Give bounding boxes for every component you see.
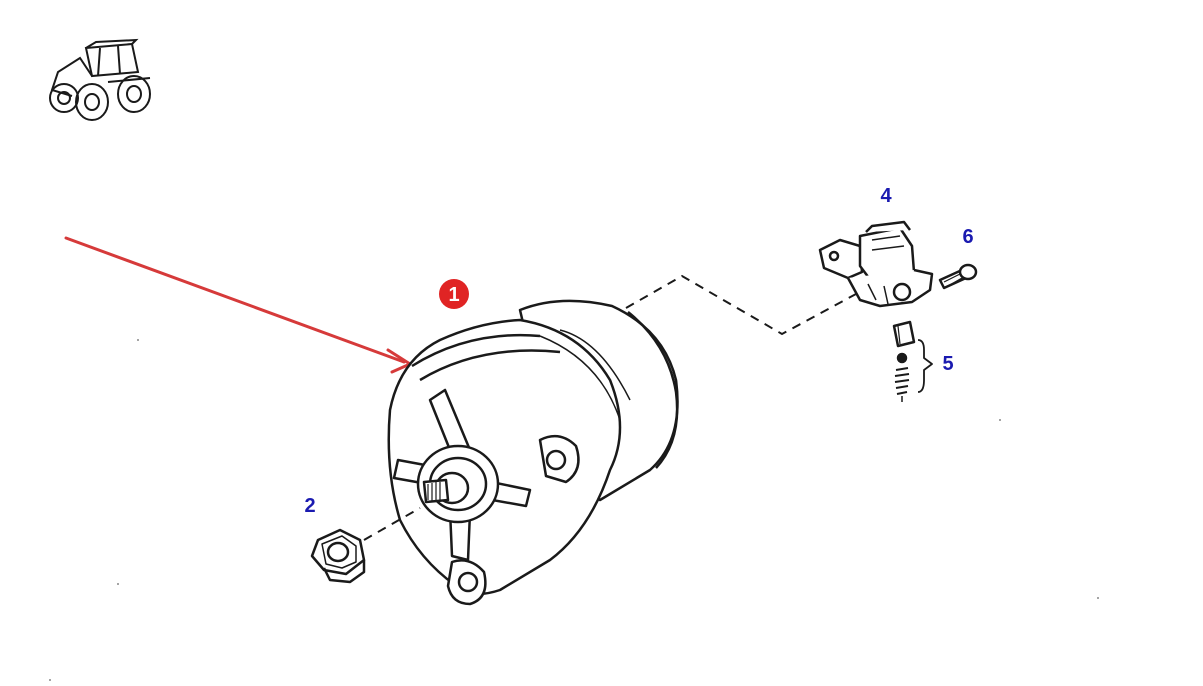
- alternator-drawing: [387, 299, 679, 606]
- regulator-drawing: [818, 220, 934, 308]
- callout-5[interactable]: 5: [942, 353, 953, 375]
- tractor-icon: [49, 38, 151, 121]
- callout-6[interactable]: 6: [962, 226, 973, 248]
- brush-spring-drawing: [892, 320, 933, 402]
- pointer-arrow: [64, 236, 412, 374]
- highlight-badge[interactable]: 1: [439, 279, 469, 309]
- callout-4[interactable]: 4: [880, 185, 892, 207]
- assembly-lines: [363, 274, 857, 541]
- hex-nut-drawing: [310, 528, 366, 584]
- callout-2[interactable]: 2: [304, 495, 315, 517]
- badge-label: 1: [448, 284, 459, 306]
- scan-specks: [49, 339, 1099, 681]
- screw-drawing: [938, 263, 978, 290]
- badge-circle: [439, 279, 469, 309]
